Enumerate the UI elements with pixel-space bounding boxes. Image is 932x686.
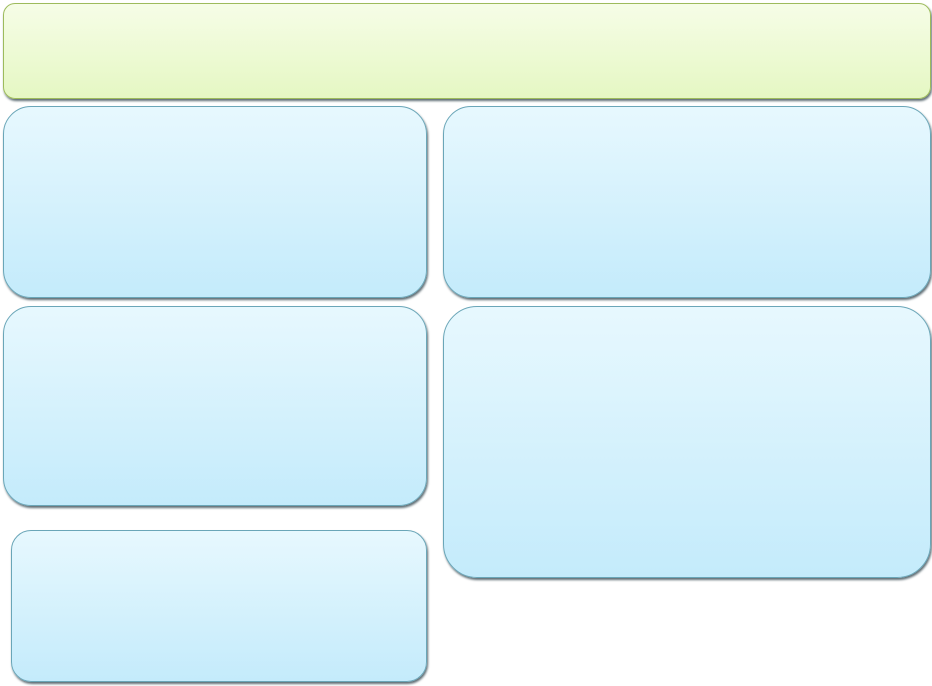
box-middle-left — [3, 306, 427, 506]
box-top-left — [3, 106, 427, 298]
box-top-right-label — [671, 194, 703, 210]
box-right-large-label — [671, 434, 703, 450]
box-middle-left-label — [199, 398, 231, 414]
box-bottom-left — [11, 530, 427, 682]
box-top-right — [443, 106, 931, 298]
box-right-large — [443, 306, 931, 578]
box-bottom-left-label — [203, 598, 235, 614]
header-box-label — [451, 43, 483, 59]
header-box — [3, 3, 931, 99]
box-top-left-label — [199, 194, 231, 210]
